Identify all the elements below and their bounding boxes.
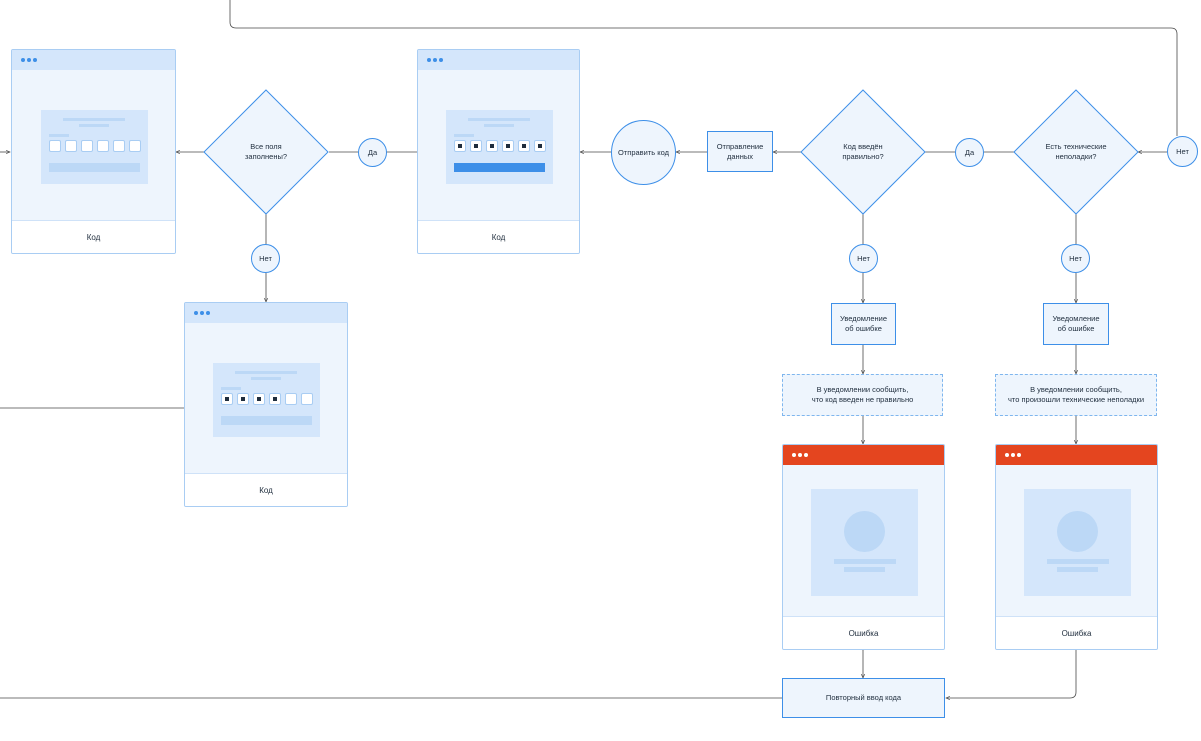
three-dots-icon [1005,453,1021,457]
decision-code-correct-label: Код введён правильно? [842,142,884,161]
three-dots-icon [792,453,808,457]
window-bar [12,50,175,70]
screen-error-2: Ошибка [995,444,1158,650]
three-dots-icon [194,311,210,315]
window-bar [185,303,347,323]
screen-body [418,70,579,221]
avatar-placeholder-icon [1057,511,1098,552]
screen-body [185,323,347,474]
avatar-placeholder-icon [844,511,885,552]
node-no-2: Нет [849,244,878,273]
process-error-notice-2: Уведомление об ошибке [1043,303,1109,345]
note-wrong-code: В уведомлении сообщить, что код введен н… [782,374,943,416]
three-dots-icon [427,58,443,62]
note-tech-problem: В уведомлении сообщить, что произошли те… [995,374,1157,416]
three-dots-icon [21,58,37,62]
decision-tech-issues [1013,89,1139,215]
node-no-1: Нет [251,244,280,273]
node-send-code: Отправить код [611,120,676,185]
decision-code-correct [800,89,926,215]
screen-code-2: Код [417,49,580,254]
node-no-top: Нет [1167,136,1198,167]
screen-body [996,465,1157,617]
screen-caption: Ошибка [996,616,1157,649]
window-bar [418,50,579,70]
screen-body [12,70,175,221]
node-no-3: Нет [1061,244,1090,273]
edge-error2-retry [946,650,1077,698]
window-bar [996,445,1157,465]
screen-code-3: Код [184,302,348,507]
edge-top-loop [229,0,1178,136]
screen-code-1: Код [11,49,176,254]
window-bar [783,445,944,465]
screen-caption: Ошибка [783,616,944,649]
decision-all-fields [203,89,329,215]
node-yes-1: Да [358,138,387,167]
screen-body [783,465,944,617]
process-sending-data: Отправление данных [707,131,773,172]
screen-error-1: Ошибка [782,444,945,650]
screen-caption: Код [185,473,347,506]
node-yes-2: Да [955,138,984,167]
decision-tech-issues-label: Есть технические неполадки? [1045,142,1107,161]
screen-caption: Код [12,220,175,253]
process-retry-code: Повторный ввод кода [782,678,945,718]
decision-all-fields-label: Все поля заполнены? [244,142,288,161]
screen-caption: Код [418,220,579,253]
process-error-notice-1: Уведомление об ошибке [831,303,896,345]
